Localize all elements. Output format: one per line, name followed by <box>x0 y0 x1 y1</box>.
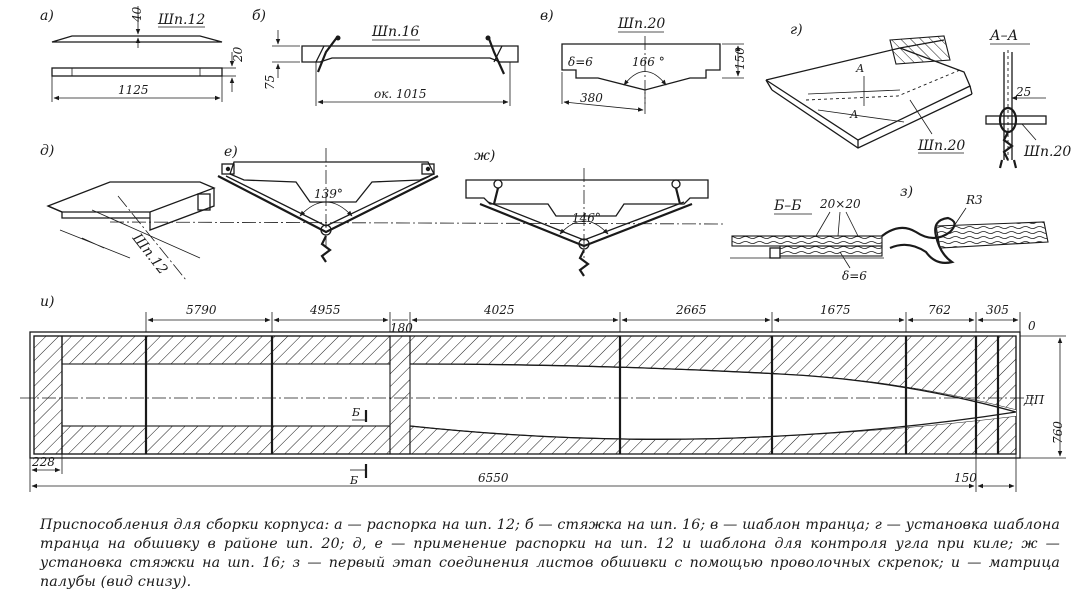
matrix-section-mark-bottom: Б <box>349 474 358 487</box>
panel-d-spacer-at-keel: д) Шп.12 <box>40 143 216 281</box>
panel-v-angle: 166 ° <box>632 55 665 69</box>
panel-v-label: в) <box>540 8 554 24</box>
panel-v-dim-width: 380 <box>580 91 603 105</box>
section-bb-title: Б–Б <box>773 198 802 214</box>
panel-z-planking-sheets <box>935 221 1049 249</box>
matrix-dim-5: 1675 <box>820 303 851 317</box>
matrix-dim-228: 228 <box>31 455 55 469</box>
panel-e-angle: 139° <box>314 187 343 201</box>
panel-b-template: Шп.16 <box>371 24 419 40</box>
panel-v-template: Шп.20 <box>617 16 665 32</box>
tie-wire-right <box>486 35 506 75</box>
panel-z-wire-clips: з) R3 <box>881 184 1049 264</box>
matrix-beam-180 <box>389 335 411 455</box>
panel-a-spacer: а) Шп.12 40 20 1125 <box>40 6 245 102</box>
panel-a-dim-top: 40 <box>130 6 144 23</box>
panel-v-dim-height: 150 <box>733 47 747 70</box>
panel-g-template-on-planking: г) А А Шп.20 А–А 25 Шп.20 <box>765 22 1071 169</box>
panel-a-template: Шп.12 <box>157 12 205 28</box>
section-bb: Б–Б 20×20 δ=6 <box>730 197 884 283</box>
panel-b-label: б) <box>252 8 266 24</box>
matrix-end-block <box>33 335 63 455</box>
panel-i-label: и) <box>40 294 54 310</box>
matrix-dim-7: 305 <box>986 303 1009 317</box>
panel-z-radius: R3 <box>965 193 983 207</box>
figure-caption: Приспособления для сборки корпуса: а — р… <box>40 517 1060 590</box>
panel-zh-angle: 146° <box>572 211 601 225</box>
section-aa-title: А–А <box>989 28 1018 44</box>
panel-d-label: д) <box>40 143 54 159</box>
matrix-dim-3: 4025 <box>483 303 515 317</box>
transom-template-plate <box>561 43 721 91</box>
section-bb-thickness: δ=6 <box>842 269 867 283</box>
panel-a-label: а) <box>40 8 54 24</box>
section-aa-dim: 25 <box>1015 85 1031 99</box>
matrix-dim-total: 6550 <box>478 471 509 485</box>
matrix-dim-1: 4955 <box>309 303 341 317</box>
panel-zh-tie-installation: ж) 146° <box>465 148 709 277</box>
section-aa-template: Шп.20 <box>1023 144 1071 160</box>
panel-g-section-mark-top: А <box>855 62 864 75</box>
matrix-dim-6: 762 <box>928 303 951 317</box>
panel-z-wire-clip <box>881 216 956 264</box>
hull-assembly-drawing: а) Шп.12 40 20 1125 б) Шп.16 75 <box>20 6 1071 492</box>
spacer-board-side <box>51 67 223 77</box>
panel-d-template: Шп.12 <box>128 230 170 278</box>
panel-g-section-mark-bottom: А <box>849 108 858 121</box>
panel-a-dim-length: 1125 <box>118 83 149 97</box>
panel-zh-template-plate <box>465 179 709 217</box>
section-bb-dim: 20×20 <box>819 197 861 211</box>
panel-zh-label: ж) <box>474 148 495 164</box>
panel-i-deck-matrix: и) ДП <box>20 294 1066 492</box>
matrix-outline <box>29 331 1021 459</box>
panel-e-keel-angle-check: е) 139° <box>217 144 439 263</box>
matrix-top-dimensions: 5790 4955 180 4025 2665 1675 762 305 0 <box>145 303 1036 335</box>
panel-v-transom-template: в) Шп.20 δ=6 166 ° 150 380 <box>540 8 747 114</box>
panel-e-template-plate <box>229 161 435 203</box>
matrix-centerline-label: ДП <box>1023 393 1045 407</box>
panel-a-dim-side: 20 <box>231 46 245 63</box>
section-bb-deck-board <box>731 235 883 247</box>
panel-e-label: е) <box>224 144 238 160</box>
matrix-stringer-top <box>61 335 391 365</box>
matrix-frames <box>61 336 1000 454</box>
panel-g-label: г) <box>790 22 803 38</box>
matrix-dim-2: 180 <box>390 321 413 335</box>
matrix-dim-150: 150 <box>954 471 977 485</box>
tie-wire-left <box>316 35 339 73</box>
matrix-dim-width: 760 <box>1051 421 1065 444</box>
matrix-dim-0: 5790 <box>186 303 217 317</box>
matrix-dim-zero: 0 <box>1028 319 1036 333</box>
panel-e-hull-sides <box>217 175 439 234</box>
panel-z-label: з) <box>900 184 913 200</box>
panel-v-thickness: δ=6 <box>568 55 593 69</box>
matrix-section-mark-top: Б <box>351 406 360 419</box>
panel-g-template: Шп.20 <box>917 138 965 154</box>
matrix-stringer-bottom <box>61 425 391 455</box>
planking-bottom <box>765 47 971 141</box>
matrix-dim-4: 2665 <box>675 303 707 317</box>
transom-template <box>889 35 951 65</box>
tie-board <box>301 45 519 63</box>
panel-b-dim-length: ок. 1015 <box>374 87 427 101</box>
spacer-board-top <box>51 35 223 43</box>
panel-b-dim-side: 75 <box>263 75 277 90</box>
panel-b-tie: б) Шп.16 75 ок. 1015 <box>252 8 519 106</box>
